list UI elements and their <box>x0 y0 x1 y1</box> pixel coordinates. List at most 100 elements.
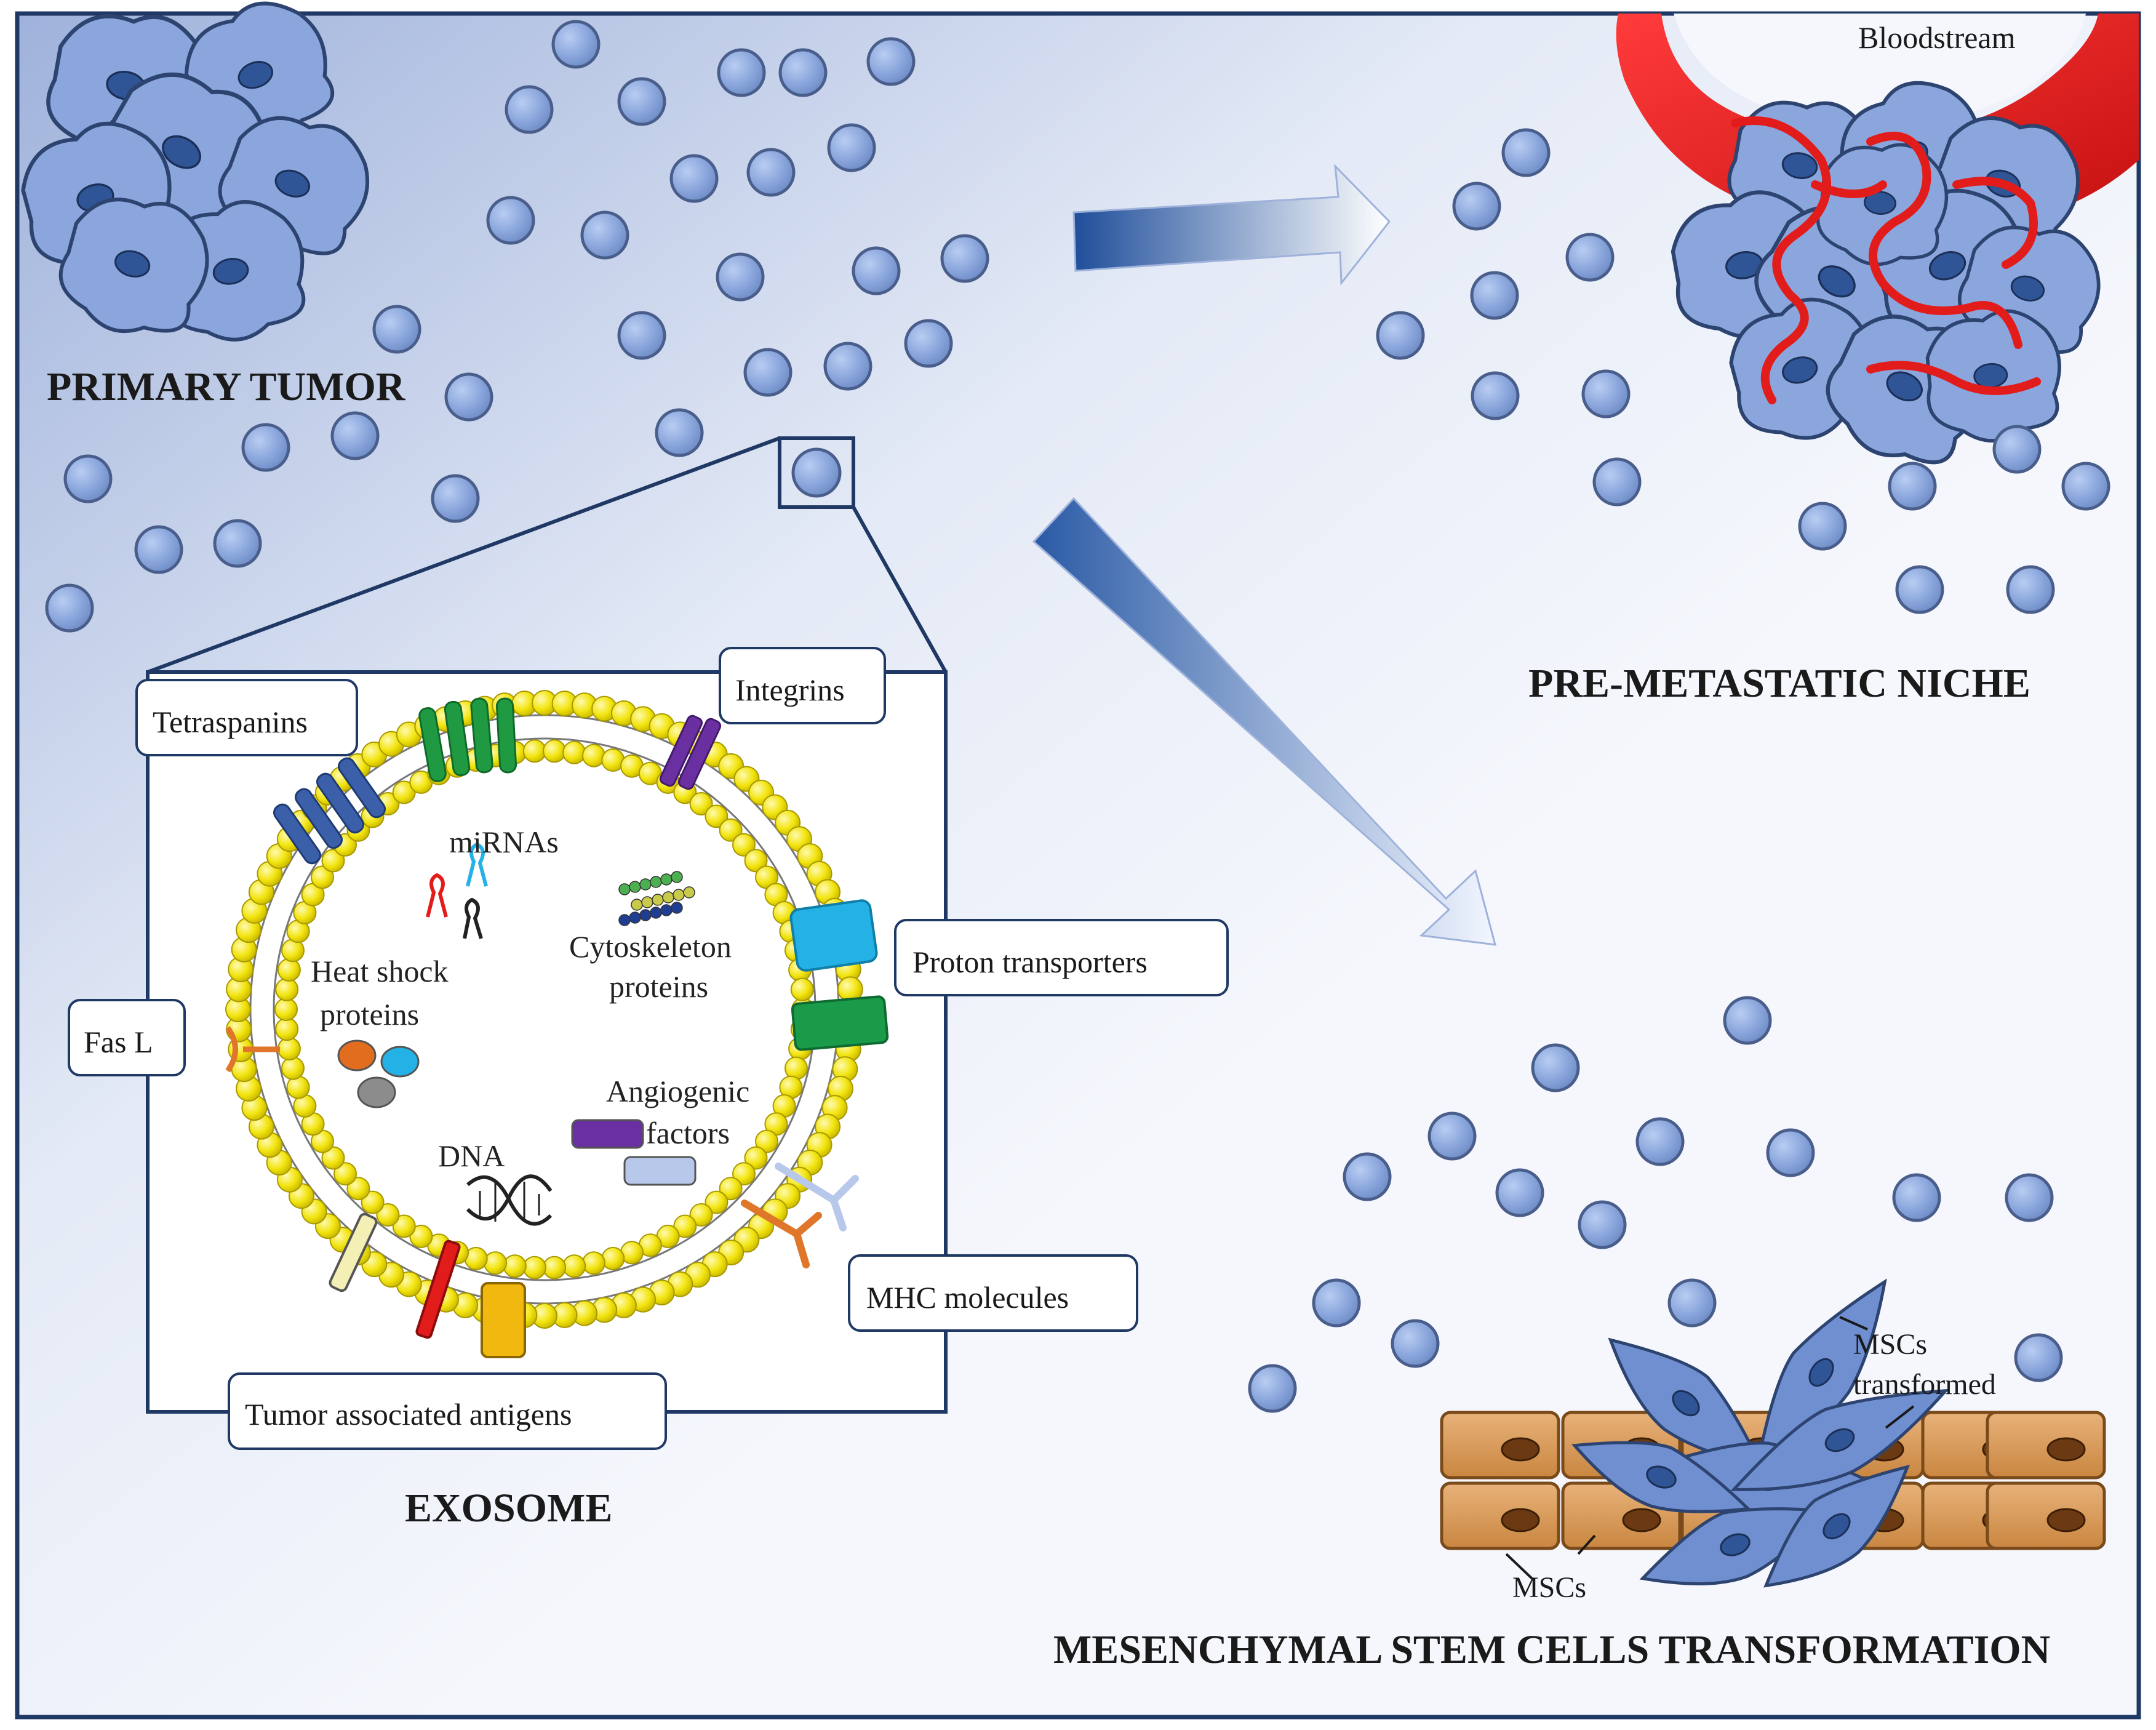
exosome-particle-icon <box>1635 1117 1685 1166</box>
exosome-particle-icon <box>372 305 421 354</box>
exosome-particle-icon <box>655 408 704 457</box>
integrins-callout: Integrins <box>719 647 886 724</box>
exosome-particle-icon <box>1592 457 1642 507</box>
exosome-particle-icon <box>1427 1111 1477 1161</box>
outer-frame <box>15 11 2141 1720</box>
exosome-particle-icon <box>940 234 989 283</box>
exosome-particle-icon <box>617 311 666 360</box>
exosome-particle-icon <box>1578 1200 1627 1249</box>
dna-helix-icon <box>466 1174 553 1226</box>
exosome-particle-icon <box>669 154 719 203</box>
exosome-particle-icon <box>580 210 629 260</box>
exosome-particle-icon <box>743 348 793 397</box>
exosome-particle-icon <box>904 319 953 368</box>
exosome-particle-icon <box>45 583 94 633</box>
tumor-cell-icon <box>1816 143 1949 266</box>
exosome-particle-icon <box>505 85 554 134</box>
exosome-title: EXOSOME <box>405 1486 612 1531</box>
exosome-particles <box>45 20 2110 1413</box>
msc-transformed-cell-icon <box>1730 1388 1950 1491</box>
mhc-label: MHC molecules <box>866 1280 1069 1315</box>
fasl-label: Fas L <box>84 1025 153 1059</box>
tetraspanins-callout: Tetraspanins <box>135 679 358 756</box>
exosome-particle-icon <box>63 454 113 503</box>
exosome-particle-icon <box>330 411 380 460</box>
exosome-particle-icon <box>1892 1173 1941 1222</box>
exosome-particle-icon <box>778 48 828 97</box>
pre-metastatic-niche-title: PRE-METASTATIC NICHE <box>1528 661 2030 706</box>
dna-label: DNA <box>438 1139 505 1173</box>
selected-exosome-icon <box>791 447 842 498</box>
tumor-cell-icon <box>1925 309 2061 443</box>
primary-tumor-cluster <box>21 1 370 342</box>
proton-transporters-callout: Proton transporters <box>894 919 1229 996</box>
exosome-particle-icon <box>717 48 766 97</box>
exosome-particle-icon <box>2005 1173 2054 1222</box>
msc-leader-lines <box>1505 1316 1915 1580</box>
exosome-particle-icon <box>617 77 666 126</box>
tetraspanin-protein-icon <box>418 697 517 782</box>
integrin-protein-icon <box>659 715 722 790</box>
tetraspanin-protein-icon <box>273 757 386 865</box>
exosome-particle-icon <box>827 123 876 172</box>
exosome-particle-icon <box>2014 1333 2063 1382</box>
msc-transformed-label-line2: transformed <box>1853 1368 1996 1401</box>
exosome-particle-icon <box>1581 369 1631 418</box>
exosome-particle-icon <box>1992 425 2042 474</box>
tumor-antigens-callout: Tumor associated antigens <box>228 1372 667 1450</box>
fasl-protein-icon <box>225 1026 280 1073</box>
tetraspanins-label: Tetraspanins <box>153 705 308 739</box>
mhc-molecule-icon <box>741 1163 859 1268</box>
proton-transporter-icon <box>789 899 889 1051</box>
mirna-hairpin-icon <box>426 842 488 939</box>
angiogenic-label-line1: Angiogenic <box>606 1074 749 1108</box>
exosome-particle-icon <box>1312 1278 1361 1328</box>
flow-arrow-icon <box>1032 497 1497 946</box>
heat-shock-label-line2: proteins <box>320 997 419 1031</box>
msc-label: MSCs <box>1512 1571 1586 1604</box>
exosome-particle-icon <box>746 148 796 197</box>
exosome-particle-icon <box>1895 565 1944 614</box>
heat-shock-protein-icon <box>337 1039 420 1108</box>
exosome-particle-icon <box>134 525 183 574</box>
exosome-particle-icon <box>1531 1043 1580 1092</box>
msc-cell-icon <box>1440 1481 1560 1550</box>
exosome-particle-icon <box>1471 371 1520 420</box>
msc-transformed-cells <box>1571 1278 1950 1588</box>
msc-cell-icon <box>1986 1411 2106 1480</box>
cytoskeleton-label-line2: proteins <box>609 969 708 1004</box>
exosome-particle-icon <box>1470 271 1519 320</box>
mirnas-label: miRNAs <box>449 825 559 859</box>
msc-transformed-cell-icon <box>1571 1441 1752 1513</box>
zoom-indicator <box>146 436 948 674</box>
msc-transformed-cell-icon <box>1763 1464 1910 1588</box>
exosome-particle-icon <box>1501 128 1551 177</box>
msc-cell-icon <box>1440 1411 1560 1480</box>
tumor-antigens-label: Tumor associated antigens <box>245 1397 572 1432</box>
exosome-particle-icon <box>241 423 290 472</box>
proton-transporters-label: Proton transporters <box>912 945 1148 979</box>
fasl-callout: Fas L <box>68 999 186 1076</box>
exosome-particle-icon <box>2061 462 2110 511</box>
exosome-particle-icon <box>431 474 480 523</box>
msc-cell-icon <box>1986 1481 2106 1550</box>
mhc-callout: MHC molecules <box>848 1254 1138 1332</box>
exosome-particle-icon <box>1391 1319 1440 1368</box>
exosome-particle-icon <box>823 342 872 391</box>
exosome-particle-icon <box>1343 1152 1392 1201</box>
exosome-particle-icon <box>866 37 916 86</box>
cytoskeleton-protein-icon <box>618 871 695 926</box>
cytoskeleton-label-line1: Cytoskeleton <box>569 929 732 964</box>
niche-blood-vessels <box>1731 116 2041 404</box>
heat-shock-label-line1: Heat shock <box>311 954 449 988</box>
msc-transformed-label-line1: MSCs <box>1853 1328 1927 1361</box>
exosome-particle-icon <box>852 246 901 295</box>
pre-metastatic-niche-cluster <box>1671 81 2101 465</box>
angiogenic-label-line2: factors <box>646 1116 730 1150</box>
exosome-particle-icon <box>1766 1128 1815 1177</box>
exosome-particle-icon <box>1723 996 1772 1045</box>
angiogenic-factor-icon <box>571 1119 697 1186</box>
exosome-particle-icon <box>1667 1278 1717 1328</box>
